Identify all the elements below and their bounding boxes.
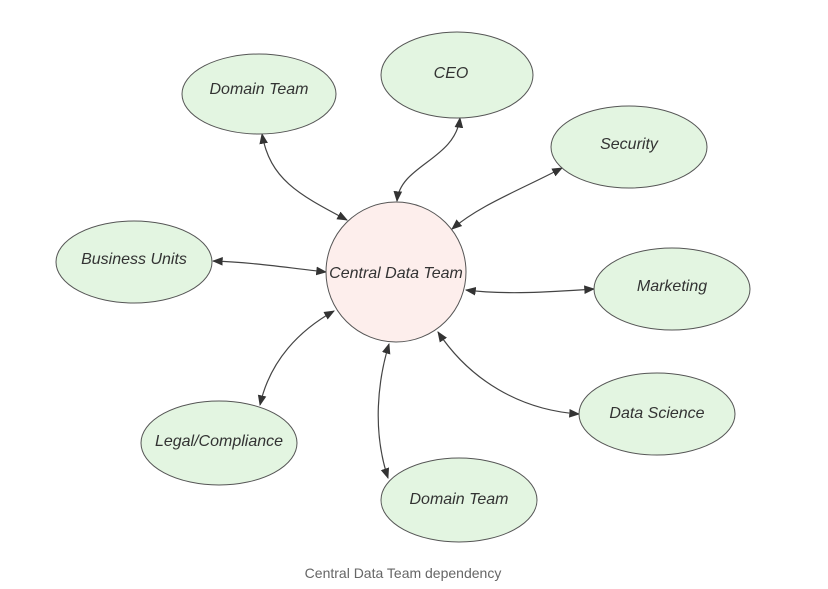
node-marketing[interactable]: [593, 247, 751, 331]
node-ceo[interactable]: [380, 31, 534, 119]
node-security[interactable]: [550, 105, 708, 189]
edge-domain-team-bottom: [377, 342, 391, 480]
node-domain-team-bottom[interactable]: [380, 457, 538, 543]
edge-ceo: [393, 116, 464, 203]
node-label-domain-team-top: Domain Team: [209, 81, 308, 98]
node-legal-compliance[interactable]: [140, 400, 298, 486]
node-domain-team-top[interactable]: [181, 53, 337, 135]
node-data-science[interactable]: [578, 372, 736, 456]
node-label-business-units: Business Units: [81, 251, 187, 268]
central-data-team-label: Central Data Team: [329, 265, 463, 282]
central-data-team-node[interactable]: [325, 201, 467, 343]
node-business-units[interactable]: [55, 220, 213, 304]
node-label-legal-compliance: Legal/Compliance: [155, 433, 283, 450]
node-label-marketing: Marketing: [637, 278, 707, 295]
node-label-data-science: Data Science: [609, 405, 704, 422]
edge-security: [451, 167, 563, 230]
node-label-ceo: CEO: [434, 65, 469, 82]
edge-data-science: [437, 331, 581, 418]
node-label-domain-team-bottom: Domain Team: [409, 491, 508, 508]
edge-legal-compliance: [257, 310, 335, 407]
diagram-caption: Central Data Team dependency: [304, 565, 502, 581]
edge-marketing: [464, 285, 596, 296]
edge-domain-team-top: [259, 132, 348, 221]
node-label-security: Security: [600, 136, 659, 153]
edge-business-units: [211, 256, 328, 276]
